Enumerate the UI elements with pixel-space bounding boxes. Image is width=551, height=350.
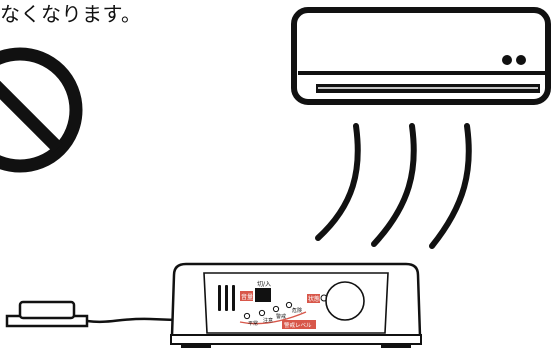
prohibition-icon [0,47,83,173]
alarm-level-label: 警戒レベル [284,321,312,329]
air-conditioner-icon [291,7,551,105]
status-label: 状態 [308,295,320,303]
level-warning-label: 警戒 [276,313,286,320]
volume-label: 音量 [241,293,253,301]
switch-label: 切/入 [257,281,271,288]
caption-text: なくなります。 [0,2,142,26]
airflow-icon [315,123,472,249]
level-danger-label: 危険 [292,307,302,314]
alarm-device-icon: 切/入 音量 状態 平常 注意 警戒 危険 警戒レベル [170,262,422,348]
level-normal-label: 平常 [248,320,258,327]
level-caution-label: 注意 [263,317,273,324]
sensor-icon [5,300,177,328]
